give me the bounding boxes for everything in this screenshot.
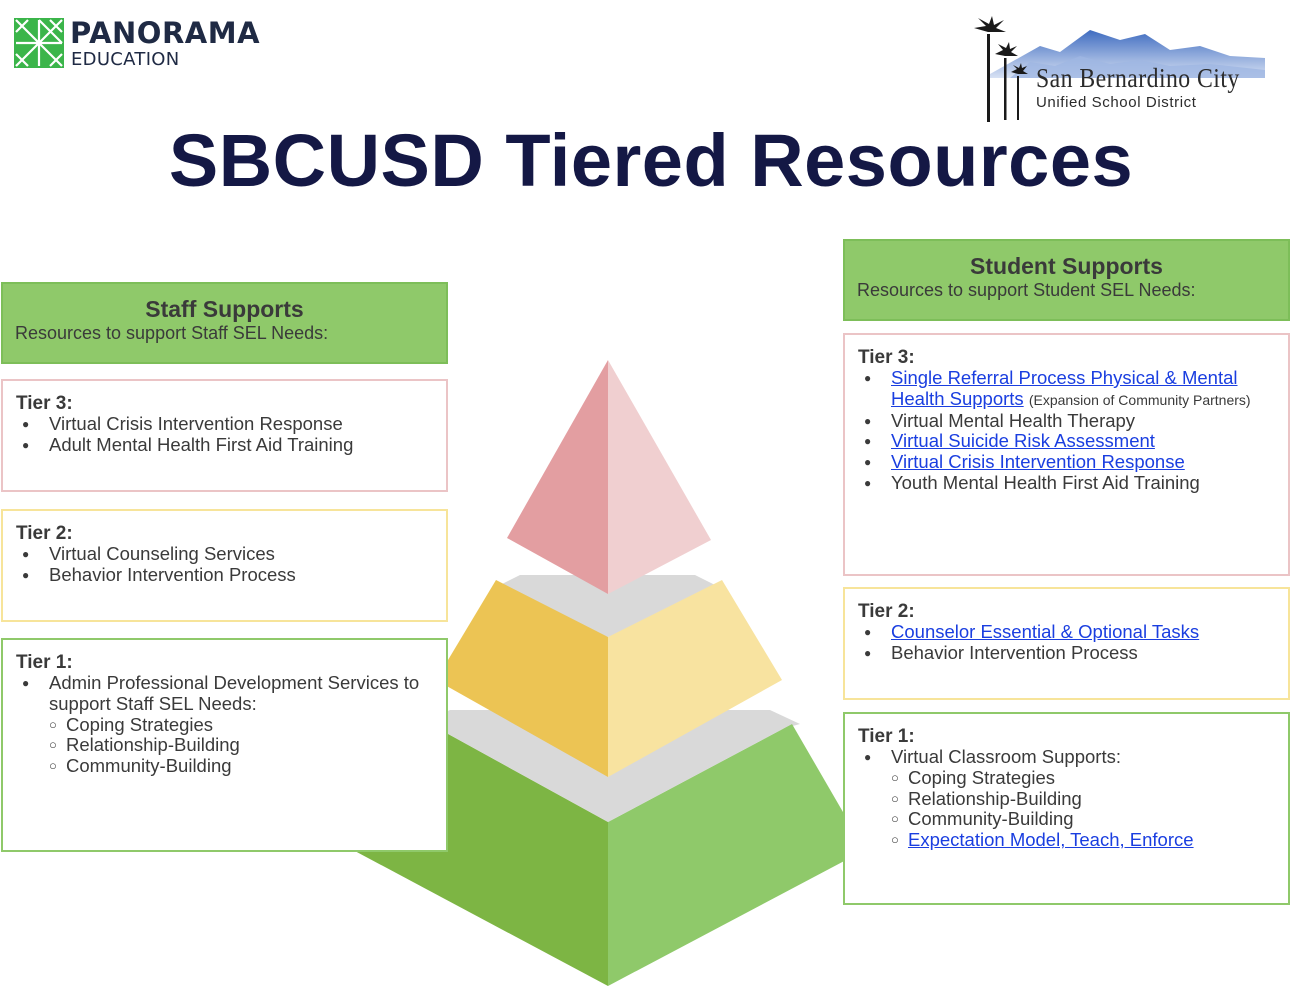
- list-item: Single Referral Process Physical & Menta…: [858, 367, 1276, 411]
- student-tier1-label: Tier 1:: [858, 726, 915, 747]
- crisis-intervention-link[interactable]: Virtual Crisis Intervention Response: [891, 451, 1185, 473]
- student-tier2-box: Tier 2: Counselor Essential & Optional T…: [843, 587, 1290, 700]
- student-supports-subtitle: Resources to support Student SEL Needs:: [857, 280, 1196, 300]
- student-supports-header: Student Supports Resources to support St…: [843, 239, 1290, 321]
- staff-tier3-label: Tier 3:: [16, 393, 73, 414]
- sub-list-item: Relationship-Building: [49, 735, 434, 756]
- pyramid-tier2-right: [608, 580, 782, 777]
- staff-tier2-label: Tier 2:: [16, 523, 73, 544]
- staff-supports-subtitle: Resources to support Staff SEL Needs:: [15, 323, 329, 343]
- list-item: Counselor Essential & Optional Tasks: [858, 621, 1276, 643]
- pyramid-tier2-left: [436, 580, 608, 777]
- staff-tier2-box: Tier 2: Virtual Counseling Services Beha…: [1, 509, 448, 622]
- staff-supports-header: Staff Supports Resources to support Staf…: [1, 282, 448, 364]
- list-item: Adult Mental Health First Aid Training: [16, 434, 434, 456]
- staff-tier1-box: Tier 1: Admin Professional Development S…: [1, 638, 448, 852]
- sub-list-item: Coping Strategies: [49, 714, 434, 736]
- student-tier3-box: Tier 3: Single Referral Process Physical…: [843, 333, 1290, 576]
- district-name-line2: Unified School District: [1036, 94, 1197, 111]
- list-item: Virtual Classroom Supports: Coping Strat…: [858, 746, 1276, 851]
- district-logo: San Bernardino City Unified School Distr…: [970, 16, 1270, 126]
- panorama-wordmark: PANORAMA: [70, 16, 261, 50]
- pyramid-tier3-right: [608, 360, 711, 594]
- staff-tier3-box: Tier 3: Virtual Crisis Intervention Resp…: [1, 379, 448, 492]
- list-item: Virtual Crisis Intervention Response: [16, 413, 434, 435]
- suicide-risk-assessment-link[interactable]: Virtual Suicide Risk Assessment: [891, 430, 1155, 452]
- pyramid-tier1-right: [608, 724, 865, 986]
- expansion-note: (Expansion of Community Partners): [1028, 391, 1251, 408]
- sub-list-item: Community-Building: [49, 755, 434, 777]
- list-item: Virtual Counseling Services: [16, 543, 434, 565]
- staff-tier1-item: Admin Professional Development Services …: [49, 672, 420, 714]
- counselor-tasks-link[interactable]: Counselor Essential & Optional Tasks: [891, 621, 1200, 642]
- student-tier2-label: Tier 2:: [858, 601, 915, 622]
- student-tier3-label: Tier 3:: [858, 347, 915, 368]
- district-name-line1: San Bernardino City: [1036, 63, 1240, 93]
- list-item: Youth Mental Health First Aid Training: [858, 472, 1276, 494]
- panorama-subtitle: EDUCATION: [71, 49, 180, 70]
- sub-list-item: Relationship-Building: [891, 788, 1276, 810]
- list-item: Behavior Intervention Process: [16, 564, 434, 586]
- expectation-model-link[interactable]: Expectation Model, Teach, Enforce: [908, 829, 1194, 851]
- pyramid-separator-top: [490, 575, 725, 637]
- student-tier1-box: Tier 1: Virtual Classroom Supports: Copi…: [843, 712, 1290, 905]
- mountains-palm-trees-icon: [974, 16, 1265, 122]
- panorama-mark-icon: [14, 18, 64, 68]
- single-referral-process-link[interactable]: Single Referral Process Physical & Menta…: [891, 367, 1238, 409]
- list-item: Behavior Intervention Process: [858, 642, 1276, 664]
- list-item: Virtual Mental Health Therapy: [858, 410, 1276, 432]
- pyramid-tier3-left: [507, 360, 608, 594]
- student-supports-title: Student Supports: [970, 253, 1163, 279]
- staff-supports-title: Staff Supports: [145, 296, 304, 322]
- page-title: SBCUSD Tiered Resources: [168, 119, 1134, 202]
- list-item: Admin Professional Development Services …: [16, 672, 434, 777]
- sub-list-item: Expectation Model, Teach, Enforce: [891, 829, 1276, 851]
- panorama-education-logo: PANORAMA EDUCATION: [14, 16, 284, 72]
- staff-tier1-label: Tier 1:: [16, 652, 73, 673]
- sub-list-item: Coping Strategies: [891, 767, 1276, 789]
- list-item: Virtual Suicide Risk Assessment: [858, 430, 1276, 452]
- list-item: Virtual Crisis Intervention Response: [858, 451, 1276, 473]
- sub-list-item: Community-Building: [891, 809, 1276, 830]
- student-tier1-item: Virtual Classroom Supports:: [891, 746, 1121, 767]
